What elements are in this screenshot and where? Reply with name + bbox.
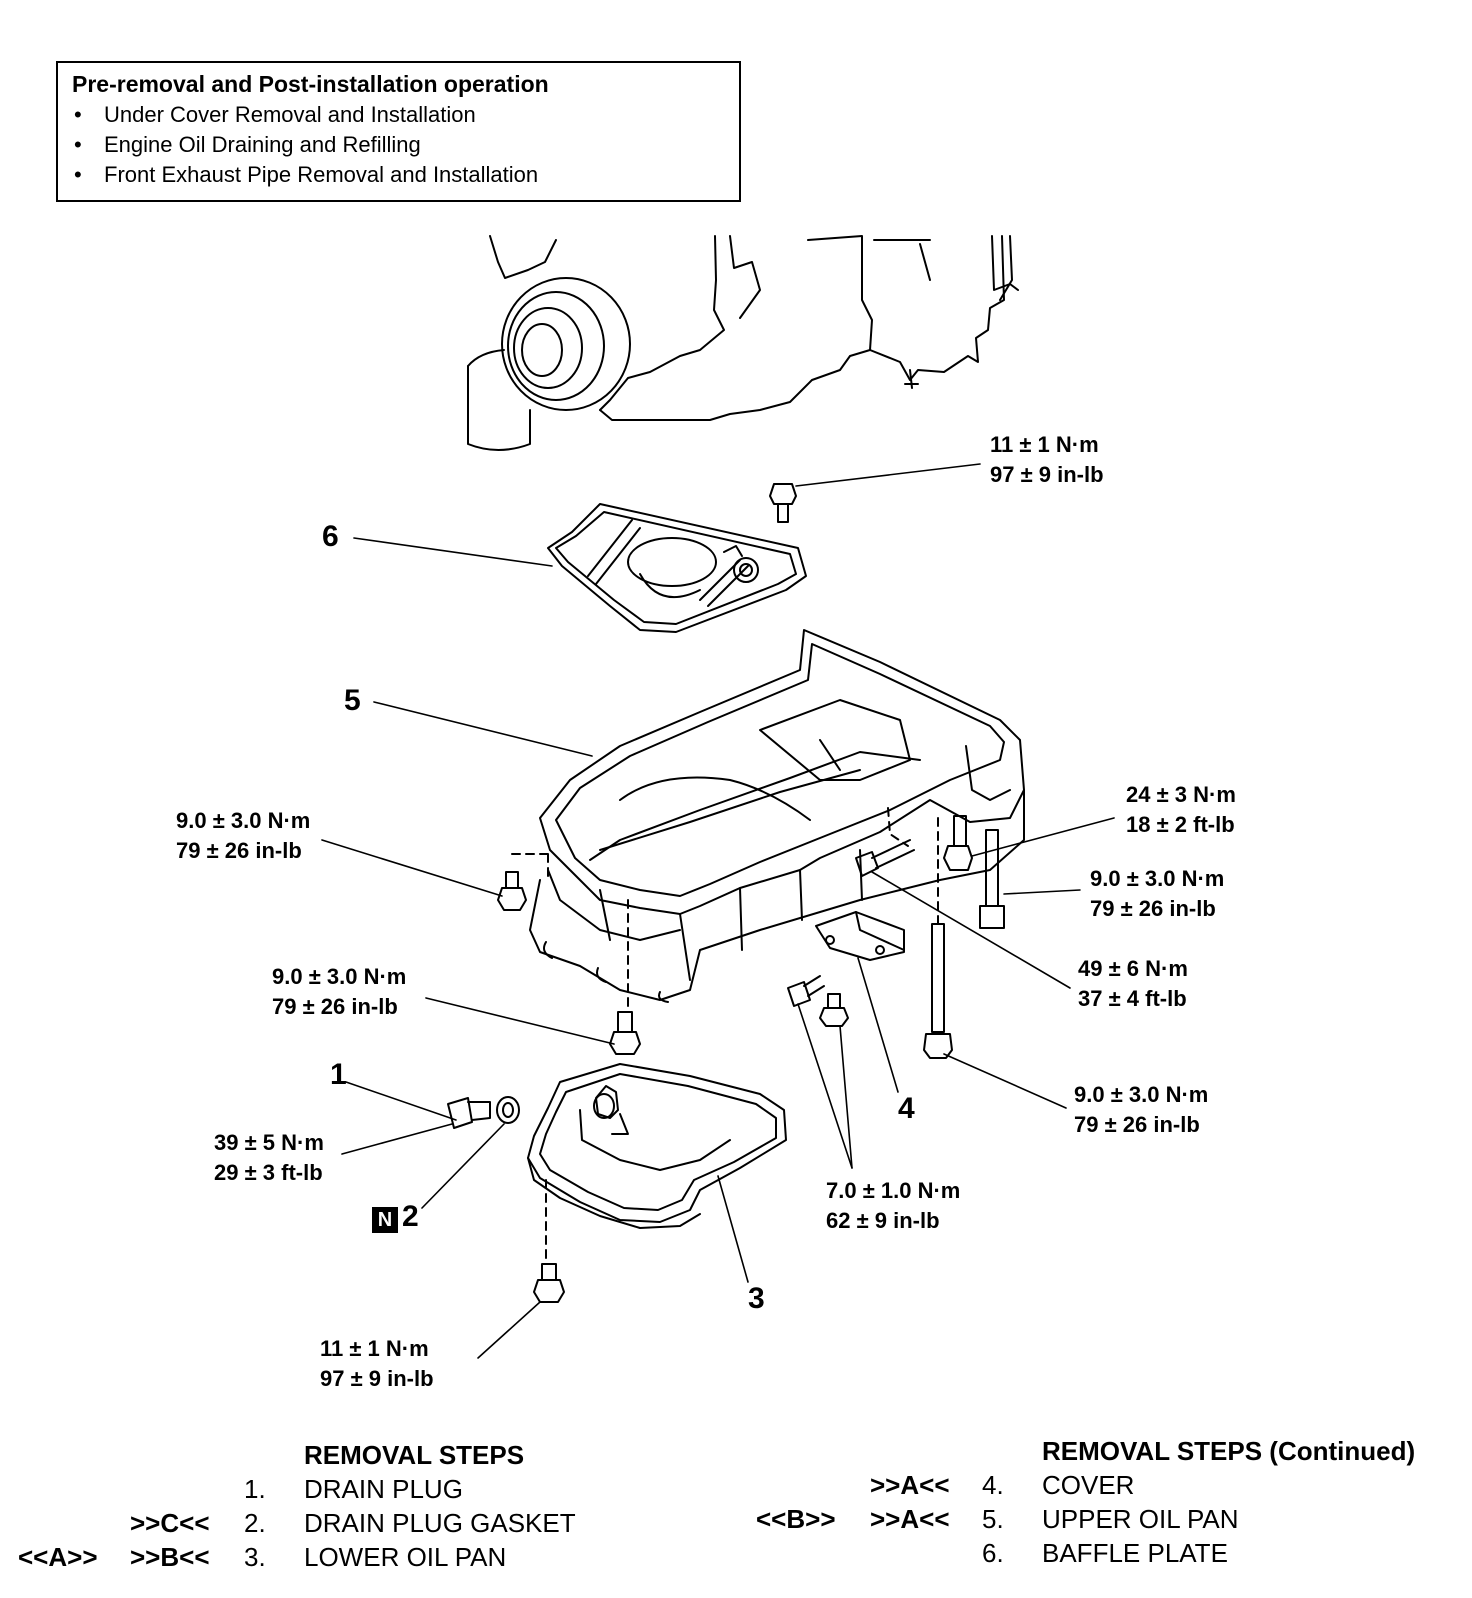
torque-imperial: 29 ± 3 ft-lb — [214, 1160, 323, 1185]
torque-imperial: 62 ± 9 in-lb — [826, 1208, 940, 1233]
step-number: 2. — [244, 1508, 266, 1538]
torque-label-left-bolt: 9.0 ± 3.0 N·m 79 ± 26 in-lb — [176, 806, 310, 866]
install-note: >>A<< — [870, 1470, 950, 1500]
torque-label-right-long-bolt: 9.0 ± 3.0 N·m 79 ± 26 in-lb — [1090, 864, 1224, 924]
step-label: COVER — [1042, 1470, 1135, 1500]
step-number: 4. — [982, 1470, 1004, 1500]
install-note: >>A<< — [870, 1504, 950, 1534]
step-number: 1. — [244, 1474, 266, 1504]
torque-label-drain-plug: 39 ± 5 N·m 29 ± 3 ft-lb — [214, 1128, 324, 1188]
upper-oil-pan-drawing — [529, 629, 1025, 1003]
removal-note: <<B>> — [756, 1504, 836, 1534]
torque-nm: 9.0 ± 3.0 N·m — [1074, 1082, 1209, 1107]
torque-imperial: 79 ± 26 in-lb — [1074, 1112, 1200, 1137]
step-label: LOWER OIL PAN — [304, 1542, 507, 1572]
torque-imperial: 18 ± 2 ft-lb — [1126, 812, 1235, 837]
torque-nm: 39 ± 5 N·m — [214, 1130, 324, 1155]
install-note: >>B<< — [130, 1542, 210, 1572]
torque-imperial: 97 ± 9 in-lb — [990, 462, 1104, 487]
engine-block-drawing — [467, 235, 1019, 451]
torque-label-cover-bolts: 7.0 ± 1.0 N·m 62 ± 9 in-lb — [826, 1176, 960, 1236]
new-part-badge: N — [372, 1207, 398, 1233]
callout-3: 3 — [748, 1282, 765, 1315]
torque-nm: 49 ± 6 N·m — [1078, 956, 1188, 981]
pre-removal-item: Under Cover Removal and Installation — [72, 100, 725, 130]
torque-imperial: 37 ± 4 ft-lb — [1078, 986, 1187, 1011]
pre-removal-title: Pre-removal and Post-installation operat… — [72, 71, 549, 97]
step-label: UPPER OIL PAN — [1042, 1504, 1239, 1534]
torque-label-bottom-bolt: 11 ± 1 N·m 97 ± 9 in-lb — [320, 1334, 434, 1394]
baffle-plate-drawing — [547, 503, 807, 633]
removal-note: <<A>> — [18, 1542, 98, 1572]
pre-removal-list: Under Cover Removal and Installation Eng… — [72, 100, 725, 190]
callout-4: 4 — [898, 1092, 915, 1125]
callout-5: 5 — [344, 684, 361, 717]
step-label: BAFFLE PLATE — [1042, 1538, 1228, 1568]
torque-nm: 7.0 ± 1.0 N·m — [826, 1178, 961, 1203]
leader-lines — [321, 463, 1115, 1359]
alignment-lines — [511, 807, 939, 1265]
torque-nm: 9.0 ± 3.0 N·m — [1090, 866, 1225, 891]
callout-1: 1 — [330, 1058, 347, 1091]
removal-steps-continued-title: REMOVAL STEPS (Continued) — [1042, 1436, 1416, 1466]
step-label: DRAIN PLUG — [304, 1474, 463, 1504]
torque-nm: 24 ± 3 N·m — [1126, 782, 1236, 807]
removal-steps-title: REMOVAL STEPS — [304, 1440, 525, 1470]
cover-drawing — [815, 911, 905, 961]
torque-label-right-lower: 9.0 ± 3.0 N·m 79 ± 26 in-lb — [1074, 1080, 1208, 1140]
torque-nm: 9.0 ± 3.0 N·m — [176, 808, 311, 833]
step-number: 6. — [982, 1538, 1004, 1568]
torque-label-center-bolt: 9.0 ± 3.0 N·m 79 ± 26 in-lb — [272, 962, 406, 1022]
torque-imperial: 97 ± 9 in-lb — [320, 1366, 434, 1391]
pre-removal-item: Engine Oil Draining and Refilling — [72, 130, 725, 160]
torque-label-right-mid: 49 ± 6 N·m 37 ± 4 ft-lb — [1078, 954, 1188, 1014]
step-label: DRAIN PLUG GASKET — [304, 1508, 576, 1538]
torque-imperial: 79 ± 26 in-lb — [1090, 896, 1216, 921]
lower-oil-pan-drawing — [527, 1063, 787, 1229]
bolt-drawings — [447, 483, 1005, 1303]
torque-nm: 9.0 ± 3.0 N·m — [272, 964, 407, 989]
pre-removal-item: Front Exhaust Pipe Removal and Installat… — [72, 160, 725, 190]
callout-6: 6 — [322, 520, 339, 553]
torque-nm: 11 ± 1 N·m — [990, 432, 1099, 457]
callout-2: 2 — [402, 1200, 419, 1233]
install-note: >>C<< — [130, 1508, 210, 1538]
step-number: 3. — [244, 1542, 266, 1572]
step-number: 5. — [982, 1504, 1004, 1534]
torque-nm: 11 ± 1 N·m — [320, 1336, 429, 1361]
torque-label-right-upper: 24 ± 3 N·m 18 ± 2 ft-lb — [1126, 780, 1236, 840]
pre-removal-box: Pre-removal and Post-installation operat… — [56, 61, 741, 202]
torque-label-top-bolt: 11 ± 1 N·m 97 ± 9 in-lb — [990, 430, 1104, 490]
torque-imperial: 79 ± 26 in-lb — [272, 994, 398, 1019]
torque-imperial: 79 ± 26 in-lb — [176, 838, 302, 863]
